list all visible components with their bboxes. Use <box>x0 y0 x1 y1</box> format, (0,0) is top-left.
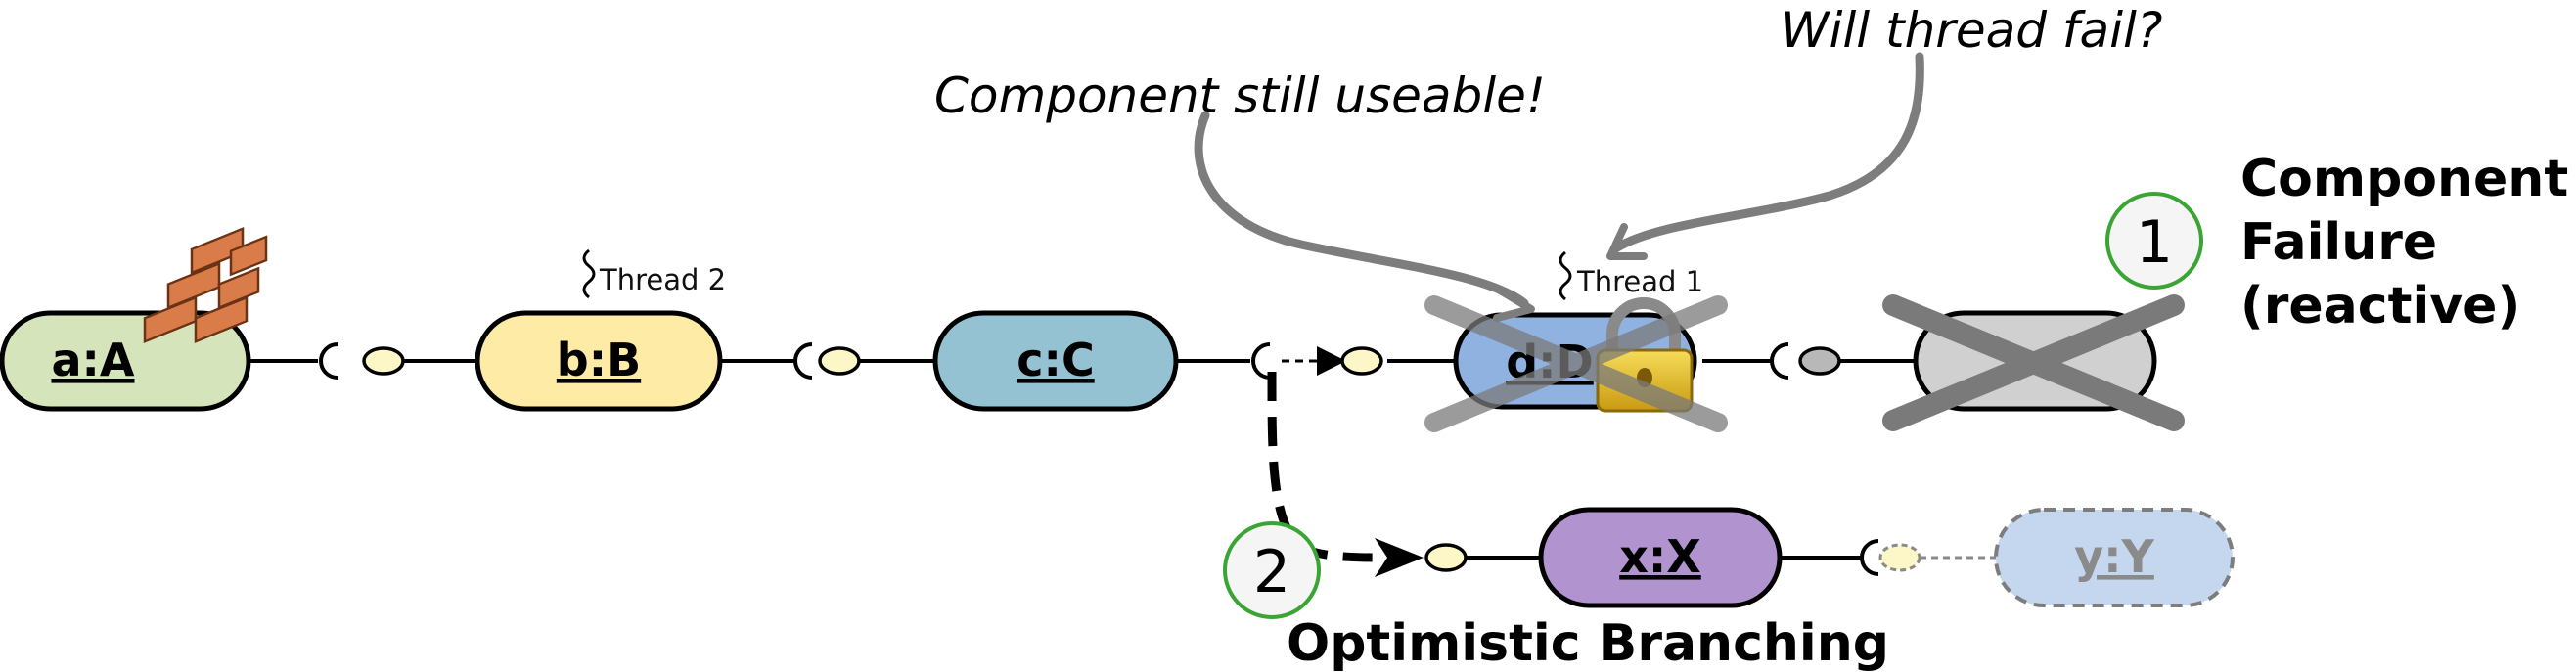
component-a[interactable]: a:A <box>0 227 268 412</box>
annotation-arrow-will-fail <box>1609 52 1924 254</box>
component-b-label: b:B <box>557 334 641 386</box>
component-x[interactable]: x:X <box>1466 507 1864 608</box>
component-a-label: a:A <box>51 334 134 386</box>
component-y[interactable]: y:Y <box>1878 508 2235 607</box>
socket-d <box>1770 342 1789 380</box>
port-x <box>1424 543 1468 572</box>
branch-arrow <box>1267 371 1380 562</box>
thread-icon <box>582 248 596 299</box>
title-failure-line3: (reactive) <box>2240 277 2520 336</box>
title-component-failure: Component Failure (reactive) <box>2240 150 2568 336</box>
annotation-still-useable: Component still useable! <box>934 67 1546 124</box>
marker-1: 1 <box>2105 192 2203 290</box>
port-b <box>362 346 405 376</box>
socket-b <box>793 342 813 380</box>
socket-c <box>1251 342 1271 380</box>
cross-failed-icon <box>1882 294 2185 431</box>
component-y-label: y:Y <box>2074 530 2154 583</box>
thread-2: Thread 2 <box>582 248 726 299</box>
component-x-label: x:X <box>1619 530 1701 583</box>
port-y <box>1878 543 1921 572</box>
component-failed[interactable] <box>1882 294 2185 431</box>
ports <box>362 346 1841 572</box>
port-d <box>1340 346 1383 376</box>
title-failure-line2: Failure <box>2240 213 2437 272</box>
marker-2-label: 2 <box>1253 538 1290 606</box>
port-failed <box>1798 346 1841 376</box>
thread-icon <box>1559 250 1572 301</box>
thread-1-label: Thread 1 <box>1576 265 1703 298</box>
port-c <box>818 346 861 376</box>
socket-a <box>319 342 339 380</box>
marker-1-label: 1 <box>2136 208 2173 277</box>
title-failure-line1: Component <box>2240 150 2568 208</box>
thread-1: Thread 1 <box>1559 250 1703 301</box>
cross-d-icon <box>1424 295 1728 432</box>
annotation-arrow-still-useable <box>1194 111 1529 308</box>
marker-2: 2 <box>1223 521 1321 619</box>
branch-arrowhead <box>1375 538 1424 577</box>
component-c-label: c:C <box>1017 334 1094 386</box>
component-c[interactable]: c:C <box>932 310 1179 412</box>
title-optimistic-branching: Optimistic Branching <box>1287 614 1889 672</box>
brick-wall-icon <box>143 227 268 343</box>
thread-2-label: Thread 2 <box>599 263 726 296</box>
component-b[interactable]: b:B <box>475 310 723 412</box>
annotation-will-fail: Will thread fail? <box>1781 2 2162 59</box>
socket-x <box>1860 539 1879 576</box>
